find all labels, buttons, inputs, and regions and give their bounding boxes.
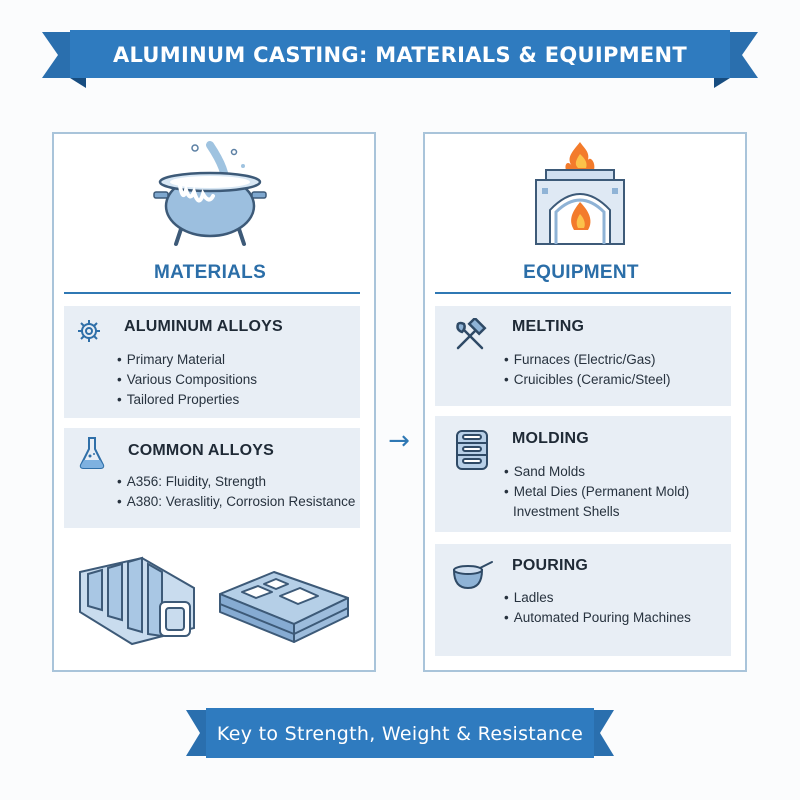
card-title: ALUMINUM ALLOYS [124,318,283,335]
cauldron-icon [153,141,267,246]
ladle-icon [452,561,493,590]
molding-list: Sand Molds Metal Dies (Permanent Mold) I… [504,462,689,522]
list-item: Sand Molds [504,462,689,482]
list-item: Cruicibles (Ceramic/Steel) [504,370,671,390]
cast-plate-part-icon [219,571,349,643]
pouring-list: Ladles Automated Pouring Machines [504,588,691,628]
materials-divider [64,292,360,294]
flow-arrow: → [388,426,410,456]
gear-icon [78,320,100,342]
footer-ribbon [186,708,614,758]
common-alloys-list: A356: Fluidity, Strength A380: Verasliti… [117,472,356,512]
list-item: Investment Shells [513,504,620,519]
list-item: Furnaces (Electric/Gas) [504,350,671,370]
heat-sink-part-icon [79,556,195,646]
footer-tagline: Key to Strength, Weight & Resistance [216,723,584,745]
card-title: MELTING [512,318,585,335]
furnace-icon [535,142,625,245]
list-item: Primary Material [117,350,257,370]
mold-stack-icon [456,430,488,470]
list-item: A380: Veraslitiy, Corrosion Resistance [117,492,356,512]
equipment-heading: EQUIPMENT [523,262,639,283]
equipment-divider [435,292,731,294]
card-title: COMMON ALLOYS [128,442,274,459]
list-item: Metal Dies (Permanent Mold) [504,482,690,502]
list-item: Various Compositions [117,370,257,390]
melting-list: Furnaces (Electric/Gas) Cruicibles (Cera… [504,350,671,390]
list-item: Tailored Properties [117,390,257,410]
list-item: Automated Pouring Machines [504,608,691,628]
materials-heading: MATERIALS [153,262,267,283]
aluminum-alloys-list: Primary Material Various Compositions Ta… [117,350,257,410]
card-title: POURING [512,557,589,574]
hammer-wrench-icon [456,318,487,350]
list-item: A356: Fluidity, Strength [117,472,355,492]
list-item: Ladles [504,588,691,608]
flask-icon [79,437,105,469]
page-title: ALUMINUM CASTING: MATERIALS & EQUIPMENT [112,43,688,67]
title-ribbon [42,30,758,88]
card-title: MOLDING [512,430,589,447]
